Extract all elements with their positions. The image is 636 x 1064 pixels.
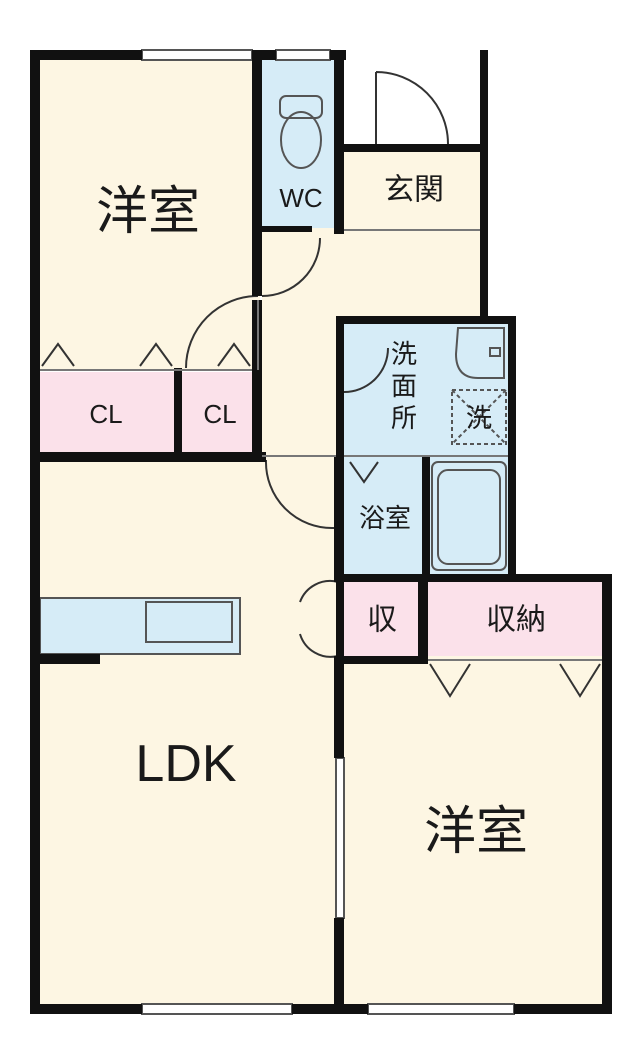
thin-partitions: [40, 229, 602, 661]
svg-text:所: 所: [391, 403, 417, 433]
entrance-label: 玄関: [384, 174, 444, 207]
closet-2-label: CL: [203, 399, 236, 429]
window-ldk-bottom: [141, 1003, 293, 1015]
ldk-door-swing: [264, 459, 335, 530]
western-room-2-label: 洋室: [424, 803, 528, 861]
washroom-label: 洗 面 所: [391, 339, 417, 433]
closet-2-floor: [182, 372, 258, 452]
storage-small-floor: [344, 580, 422, 656]
western-room-2-floor: [344, 656, 608, 1008]
fixtures: [39, 95, 507, 655]
room-labels: 洋室 WC 玄関 CL CL 洗 面 所 洗 浴室 収 収納 LDK 洋室: [89, 174, 546, 862]
washer-pan-icon: [451, 389, 507, 445]
storage-small-door-swing: [299, 580, 339, 658]
wc-door-swing: [261, 237, 321, 297]
washer-label: 洗: [466, 403, 492, 433]
storage-small-label: 収: [367, 604, 397, 637]
entrance-porch: [344, 58, 484, 150]
walls: [30, 50, 612, 1014]
window-ldk-partition: [335, 757, 345, 919]
storage-large-label: 収納: [486, 604, 546, 637]
wc-floor: [262, 58, 342, 228]
bathtub-icon: [431, 461, 507, 571]
ldk-floor: [38, 456, 338, 1008]
western-room-1-door-swing: [185, 295, 259, 369]
kitchen-counter-icon: [39, 597, 241, 655]
svg-text:洗: 洗: [391, 339, 417, 369]
window-western-room-2-bottom: [367, 1003, 515, 1015]
closet-1-label: CL: [89, 399, 122, 429]
window-wc: [275, 49, 331, 61]
wc-label: WC: [279, 183, 322, 213]
entrance-floor: [344, 150, 484, 230]
washroom-door-swing: [343, 347, 389, 393]
toilet-icon: [279, 95, 323, 169]
closet-1-floor: [38, 372, 174, 452]
svg-text:面: 面: [391, 371, 417, 401]
door-swings: [185, 71, 449, 658]
storage-large-floor: [428, 580, 608, 656]
ldk-label: LDK: [135, 735, 236, 793]
window-western-room-1: [141, 49, 253, 61]
closet-markers: [41, 342, 601, 698]
sink-icon: [454, 327, 505, 379]
washroom-floor: [344, 322, 512, 456]
western-room-1-label: 洋室: [96, 183, 200, 241]
bathroom-label: 浴室: [359, 503, 411, 533]
entrance-door-swing: [375, 71, 449, 145]
western-room-1-floor: [38, 58, 260, 370]
